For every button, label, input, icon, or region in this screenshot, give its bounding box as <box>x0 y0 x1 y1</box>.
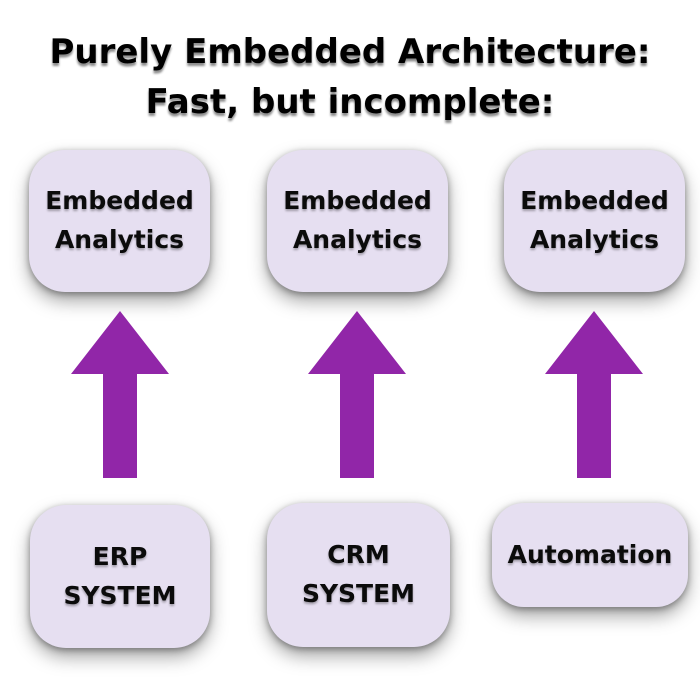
erp-system-box: ERP SYSTEM <box>30 505 210 648</box>
title-line-2: Fast, but incomplete: <box>145 82 555 122</box>
crm-system-box: CRM SYSTEM <box>267 503 450 647</box>
embedded-analytics-box-2: Embedded Analytics <box>267 150 448 292</box>
up-arrow-icon-1 <box>71 311 169 478</box>
up-arrow-icon-3 <box>545 311 643 478</box>
automation-box: Automation <box>492 503 688 607</box>
title-line-1: Purely Embedded Architecture: <box>49 32 651 72</box>
up-arrow-shape-1 <box>71 311 169 478</box>
up-arrow-icon-2 <box>308 311 406 478</box>
embedded-analytics-box-3: Embedded Analytics <box>504 150 685 292</box>
up-arrow-shape-2 <box>308 311 406 478</box>
up-arrow-shape-3 <box>545 311 643 478</box>
page-title: Purely Embedded Architecture: Fast, but … <box>0 27 700 127</box>
embedded-analytics-box-1: Embedded Analytics <box>29 150 210 292</box>
